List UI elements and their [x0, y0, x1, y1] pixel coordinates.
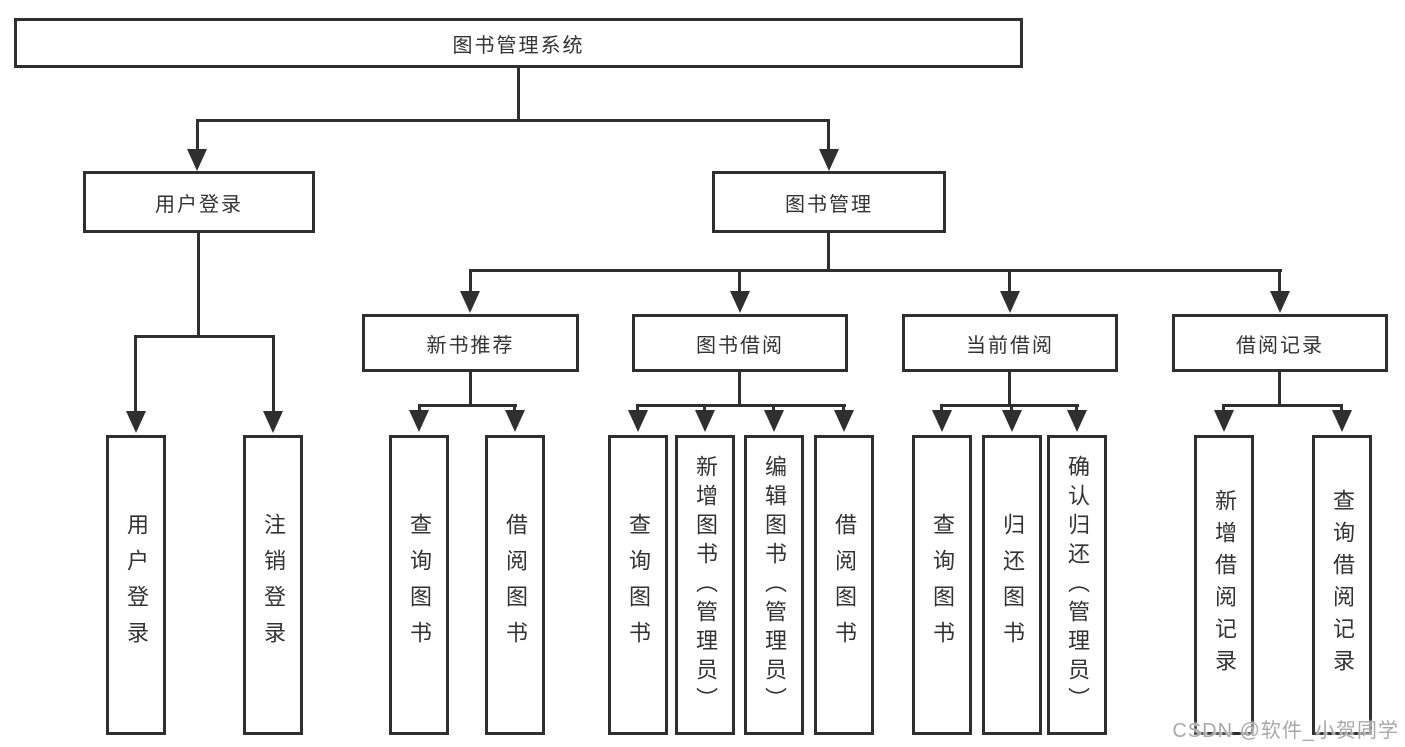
arrow-down-icon — [126, 411, 146, 433]
leaf-return-books: 归还图书 — [982, 435, 1042, 735]
node-user-login-label: 用户登录 — [155, 193, 243, 216]
connector-line — [1008, 372, 1011, 406]
leaf-query-borrow-record: 查询借阅记录 — [1312, 435, 1372, 735]
arrow-down-icon — [730, 291, 750, 313]
connector-line — [134, 335, 137, 415]
connector-line — [1278, 269, 1281, 295]
arrow-down-icon — [1002, 410, 1022, 432]
node-user-login: 用户登录 — [83, 171, 315, 233]
arrow-down-icon — [187, 149, 207, 171]
node-current-borrowing-label: 当前借阅 — [966, 334, 1054, 357]
arrow-down-icon — [409, 410, 429, 432]
arrow-down-icon — [834, 410, 854, 432]
arrow-down-icon — [1270, 291, 1290, 313]
arrow-down-icon — [695, 410, 715, 432]
connector-line — [842, 404, 845, 415]
leaf-add-borrow-record-label: 新增借阅记录 — [1212, 489, 1237, 681]
leaf-add-book-admin-label: 新增图书（管理员） — [693, 454, 718, 716]
connector-line — [827, 119, 830, 153]
node-book-borrowing: 图书借阅 — [632, 314, 848, 372]
node-book-management-label: 图书管理 — [785, 193, 873, 216]
leaf-edit-book-admin: 编辑图书（管理员） — [744, 435, 804, 735]
connector-line — [517, 68, 520, 121]
connector-line — [738, 269, 741, 295]
arrow-down-icon — [819, 149, 839, 171]
connector-line — [703, 404, 706, 415]
connector-line — [134, 335, 275, 338]
arrow-down-icon — [1067, 410, 1087, 432]
connector-line — [272, 335, 275, 415]
arrow-down-icon — [628, 410, 648, 432]
node-root-label: 图书管理系统 — [452, 34, 585, 57]
node-book-borrowing-label: 图书借阅 — [696, 334, 784, 357]
leaf-user-login: 用户登录 — [106, 435, 166, 735]
leaf-query-books-current: 查询图书 — [912, 435, 972, 735]
csdn-watermark: CSDN @软件_小贺同学 — [1172, 720, 1399, 742]
arrow-down-icon — [1214, 410, 1234, 432]
connector-line — [1222, 404, 1225, 415]
arrow-down-icon — [460, 291, 480, 313]
leaf-borrow-books-recommend-label: 借阅图书 — [503, 513, 528, 657]
connector-line — [513, 404, 516, 415]
connector-line — [197, 233, 200, 337]
connector-line — [827, 233, 830, 271]
leaf-edit-book-admin-label: 编辑图书（管理员） — [762, 454, 787, 716]
leaf-query-books-recommend-label: 查询图书 — [407, 513, 432, 657]
connector-line — [1010, 404, 1013, 415]
connector-line — [418, 404, 421, 415]
connector-line — [469, 372, 472, 406]
connector-line — [1008, 269, 1011, 295]
leaf-confirm-return-admin: 确认归还（管理员） — [1047, 435, 1107, 735]
leaf-add-book-admin: 新增图书（管理员） — [675, 435, 735, 735]
arrow-down-icon — [764, 410, 784, 432]
connector-line — [469, 269, 472, 295]
node-new-book-recommendation-label: 新书推荐 — [426, 334, 515, 357]
leaf-query-books-current-label: 查询图书 — [930, 513, 955, 657]
node-new-book-recommendation: 新书推荐 — [362, 314, 579, 372]
leaf-add-borrow-record: 新增借阅记录 — [1194, 435, 1254, 735]
node-current-borrowing: 当前借阅 — [902, 314, 1118, 372]
arrow-down-icon — [263, 411, 283, 433]
connector-line — [1278, 372, 1281, 406]
leaf-borrow-books-borrowing-label: 借阅图书 — [832, 513, 857, 657]
connector-line — [636, 404, 639, 415]
node-root: 图书管理系统 — [14, 18, 1023, 68]
node-borrowing-records-label: 借阅记录 — [1236, 334, 1324, 357]
connector-line — [418, 404, 517, 407]
connector-line — [738, 372, 741, 406]
leaf-borrow-books-borrowing: 借阅图书 — [814, 435, 874, 735]
connector-line — [1075, 404, 1078, 415]
leaf-query-books-recommend: 查询图书 — [389, 435, 449, 735]
connector-line — [940, 404, 943, 415]
leaf-user-login-label: 用户登录 — [124, 513, 149, 657]
connector-line — [636, 404, 846, 407]
leaf-confirm-return-admin-label: 确认归还（管理员） — [1065, 454, 1090, 716]
leaf-logout: 注销登录 — [243, 435, 303, 735]
leaf-return-books-label: 归还图书 — [1000, 513, 1025, 657]
connector-line — [772, 404, 775, 415]
node-book-management: 图书管理 — [712, 171, 946, 233]
arrow-down-icon — [932, 410, 952, 432]
connector-line — [1340, 404, 1343, 415]
leaf-query-books-borrowing-label: 查询图书 — [626, 513, 651, 657]
arrow-down-icon — [1332, 410, 1352, 432]
arrow-down-icon — [1000, 291, 1020, 313]
node-borrowing-records: 借阅记录 — [1172, 314, 1388, 372]
connector-line — [469, 269, 1282, 272]
leaf-query-books-borrowing: 查询图书 — [608, 435, 668, 735]
connector-line — [196, 119, 830, 122]
connector-line — [940, 404, 1079, 407]
leaf-logout-label: 注销登录 — [261, 513, 286, 657]
connector-line — [1222, 404, 1343, 407]
leaf-query-borrow-record-label: 查询借阅记录 — [1330, 489, 1355, 681]
connector-line — [196, 119, 199, 153]
leaf-borrow-books-recommend: 借阅图书 — [485, 435, 545, 735]
arrow-down-icon — [505, 410, 525, 432]
